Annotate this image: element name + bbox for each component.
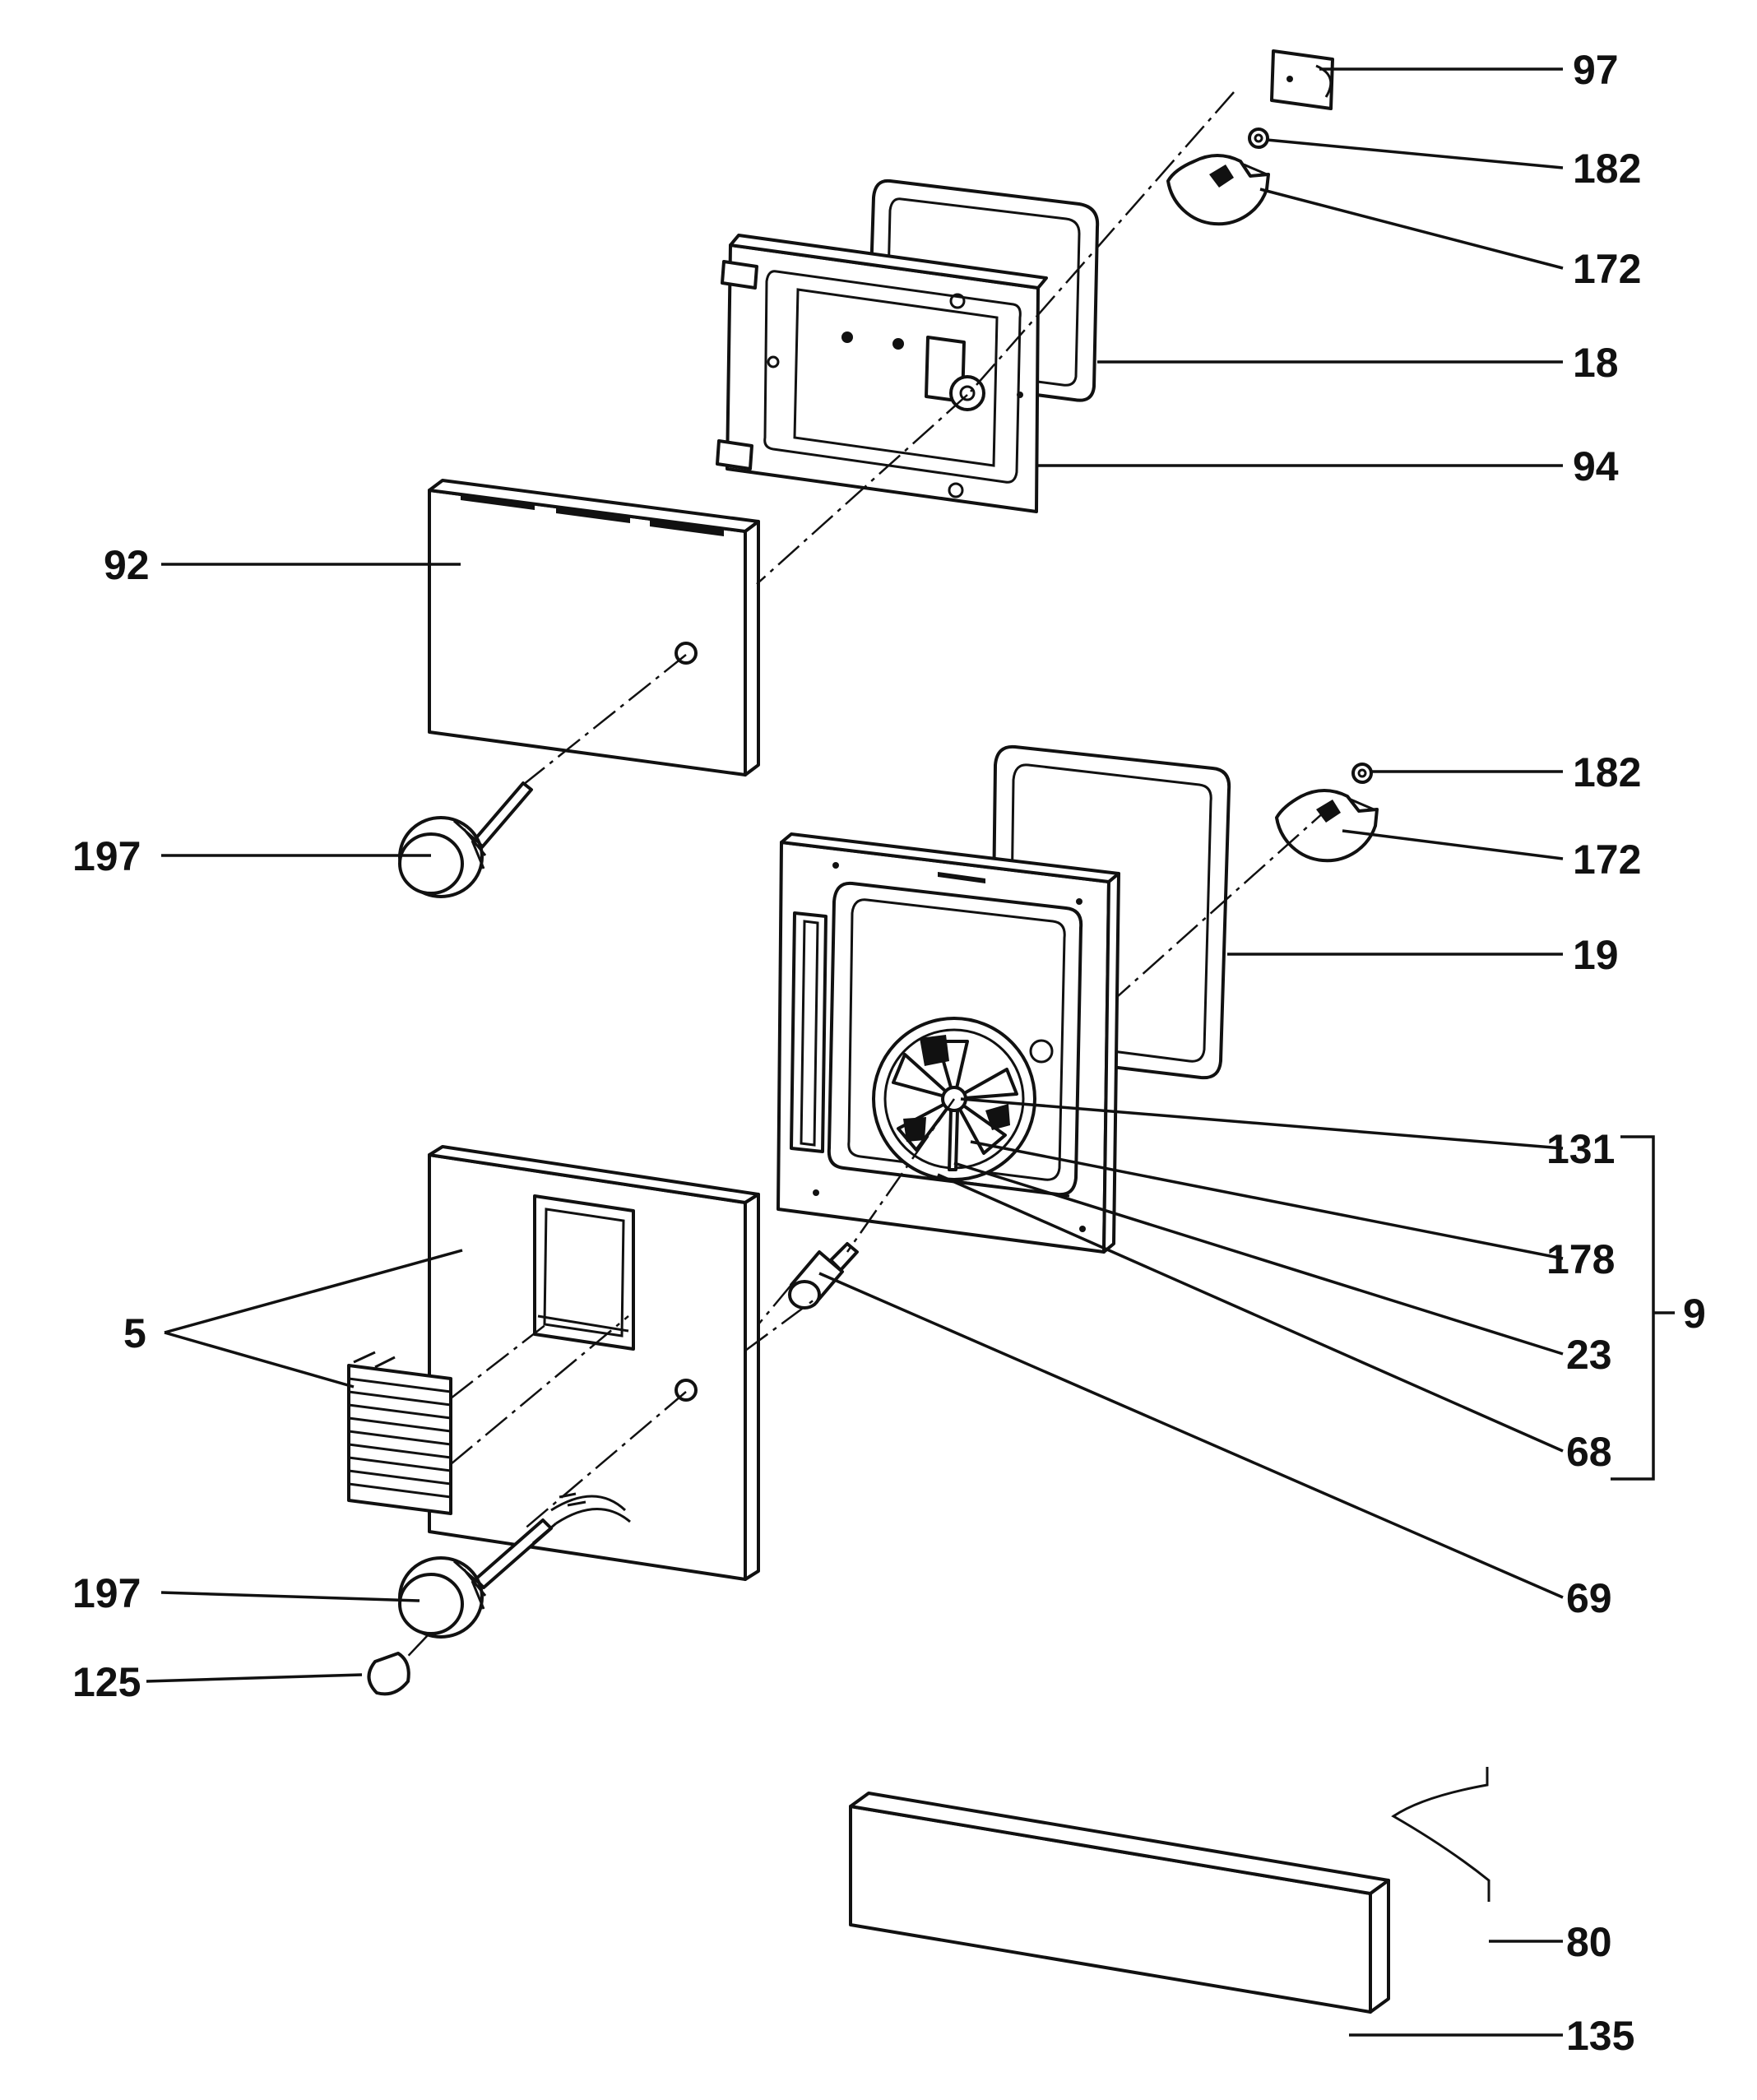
- axis-line-mid-3: [758, 1284, 792, 1325]
- part-182-nut-top: [1248, 127, 1269, 149]
- axis-line-low-2: [450, 1315, 629, 1465]
- part-80-spring: [1391, 1767, 1490, 1902]
- callout-182-mid: 182: [1573, 749, 1641, 795]
- part-125-cap: [367, 1652, 410, 1696]
- axis-line-top-1: [970, 91, 1235, 392]
- callout-135: 135: [1566, 2013, 1634, 2059]
- callout-182-top: 182: [1573, 146, 1641, 192]
- callout-197-bottom: 197: [72, 1570, 141, 1616]
- part-197-knob-top: [398, 781, 533, 898]
- part-135-kick-plate: [849, 1792, 1390, 2014]
- leader-lines: [146, 67, 1675, 2037]
- axis-line-mid-2: [846, 1098, 956, 1253]
- callout-92: 92: [104, 542, 150, 588]
- callout-9: 9: [1683, 1291, 1706, 1337]
- callout-197-top: 197: [72, 833, 141, 879]
- callout-80: 80: [1566, 1919, 1612, 1965]
- part-92-outer-panel-top: [428, 479, 760, 776]
- callout-labels: 97 182 172 18 94 92 197 182 172 19 131 1…: [72, 47, 1706, 2059]
- callout-94: 94: [1573, 443, 1619, 489]
- callout-172-top: 172: [1573, 246, 1641, 292]
- part-94-inner-frame-top: [716, 234, 1048, 513]
- callout-178: 178: [1546, 1236, 1615, 1282]
- callout-19: 19: [1573, 932, 1619, 978]
- part-197-knob-bottom: [398, 1518, 557, 1639]
- part-9-inner-door-mid: [777, 832, 1120, 1254]
- part-182-nut-mid: [1351, 763, 1373, 784]
- part-69-connector: [788, 1242, 859, 1310]
- axis-line-top-2: [756, 394, 968, 585]
- axis-line-low-1: [450, 1324, 547, 1399]
- axis-line-mid-1: [1116, 804, 1333, 998]
- callout-5: 5: [123, 1310, 146, 1356]
- part-172-cam-top: [1166, 154, 1270, 226]
- callout-23: 23: [1566, 1332, 1612, 1378]
- part-172-cam-mid: [1275, 789, 1379, 863]
- part-97-clip: [1270, 49, 1334, 110]
- callout-68: 68: [1566, 1429, 1612, 1475]
- axis-line-top-3: [522, 654, 687, 786]
- callout-131: 131: [1546, 1126, 1615, 1172]
- axis-line-low-5: [744, 1298, 815, 1352]
- callout-97: 97: [1573, 47, 1619, 93]
- callout-172-mid: 172: [1573, 837, 1641, 883]
- callout-125: 125: [72, 1659, 141, 1705]
- part-5-outer-panel-lower: [428, 1145, 760, 1581]
- callout-18: 18: [1573, 340, 1619, 386]
- callout-69: 69: [1566, 1575, 1612, 1621]
- part-5-grille: [347, 1351, 452, 1515]
- axis-line-low-3: [522, 1391, 687, 1531]
